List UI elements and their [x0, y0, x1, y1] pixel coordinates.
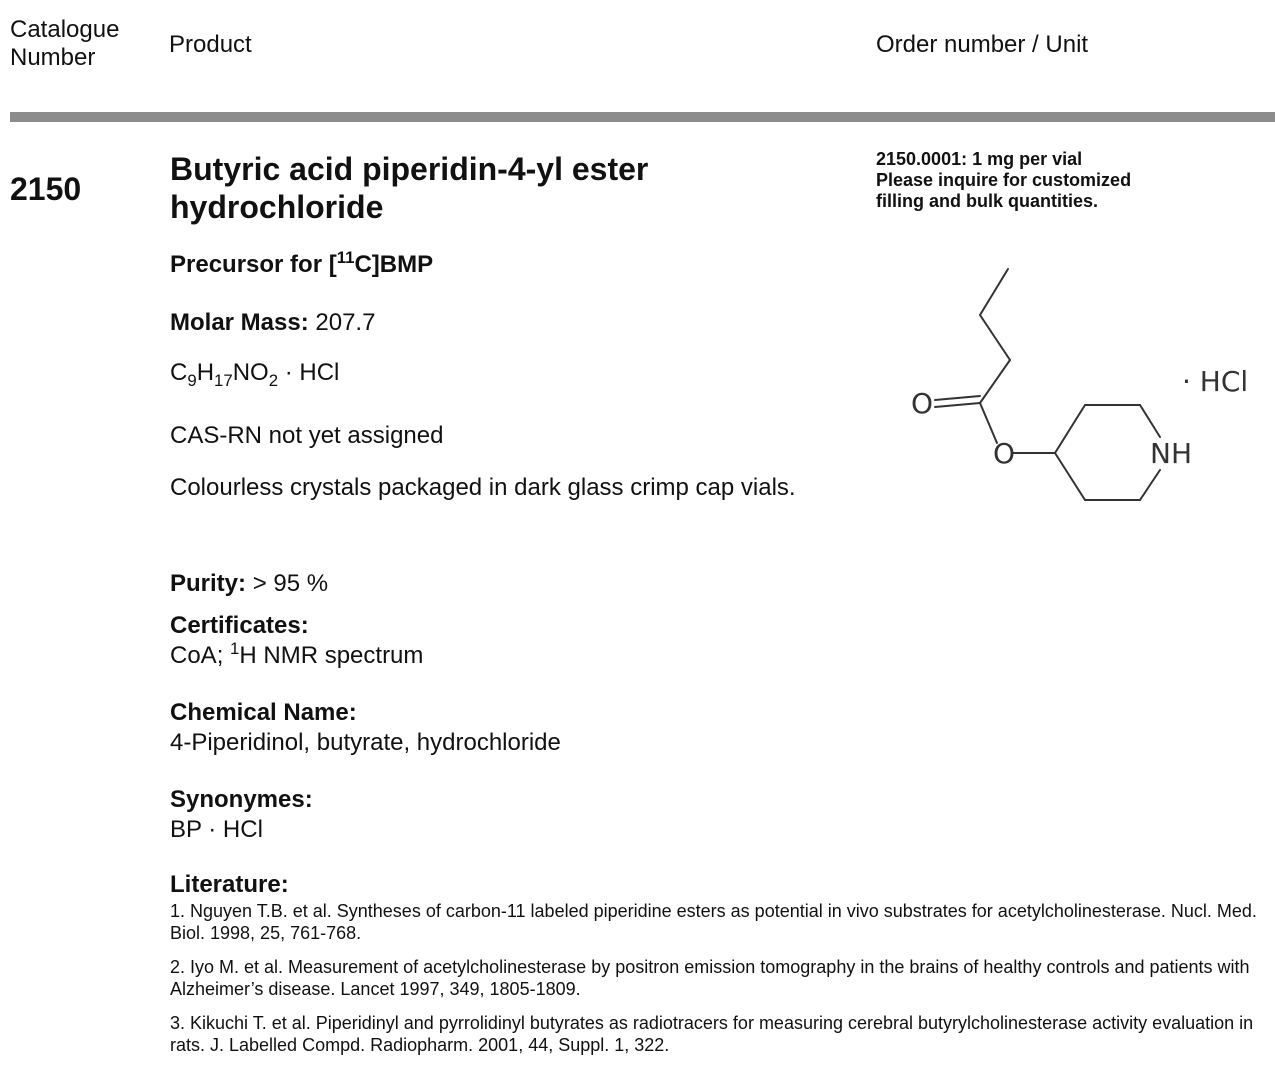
formula-h-count: 17: [214, 370, 233, 390]
formula-no: NO: [232, 359, 269, 386]
product-description: Colourless crystals packaged in dark gla…: [170, 474, 796, 501]
literature-list: 1. Nguyen T.B. et al. Syntheses of carbo…: [170, 900, 1270, 1068]
synonyms-value: BP · HCl: [170, 816, 263, 843]
carbonyl-bond: [934, 402, 981, 408]
chemical-structure-diagram: O O NH · HCl: [911, 268, 1248, 501]
precursor-line: Precursor for [11C]BMP: [170, 248, 870, 280]
purity: Purity: > 95 %: [170, 569, 870, 599]
precursor-isotope: 11: [336, 248, 355, 267]
carbonyl-oxygen-label: O: [911, 387, 933, 420]
formula-c-count: 9: [187, 370, 197, 390]
catalogue-header-line2: Number: [10, 44, 96, 71]
chain-bond: [979, 359, 1011, 404]
precursor-prefix: Precursor for [: [170, 251, 337, 278]
ring-bond: [1139, 404, 1161, 438]
product-title-line1: Butyric acid piperidin-4-yl ester: [170, 151, 649, 187]
carbonyl-bond: [934, 395, 981, 401]
literature-item: 1. Nguyen T.B. et al. Syntheses of carbo…: [170, 901, 1257, 943]
molar-mass: Molar Mass: 207.7: [170, 308, 870, 338]
molar-mass-label: Molar Mass:: [170, 309, 309, 336]
catalogue-number-header: Catalogue Number: [10, 16, 119, 72]
purity-label: Purity:: [170, 570, 247, 597]
formula-c: C: [170, 359, 188, 386]
ester-oxygen-label: O: [993, 437, 1015, 470]
chemical-name: Chemical Name: 4-Piperidinol, butyrate, …: [170, 698, 870, 758]
catalogue-header-line1: Catalogue: [10, 16, 120, 43]
catalogue-number: 2150: [10, 171, 82, 207]
order-line2: Please inquire for customized: [876, 170, 1132, 190]
certificates-label: Certificates:: [170, 612, 309, 639]
certificates-isotope: 1: [230, 639, 240, 658]
ester-bond: [979, 402, 998, 444]
product-title: Butyric acid piperidin-4-yl ester hydroc…: [170, 150, 810, 226]
ring-bond: [1054, 452, 1086, 501]
precursor-suffix: C]BMP: [354, 251, 434, 278]
order-unit-header: Order number / Unit: [876, 31, 1089, 58]
chain-bond: [979, 314, 1011, 361]
hcl-salt-label: · HCl: [1182, 365, 1248, 398]
formula-salt: · HCl: [278, 359, 340, 386]
ring-bond: [1054, 404, 1086, 454]
literature-label: Literature:: [170, 871, 289, 898]
synonyms: Synonymes: BP · HCl: [170, 785, 870, 845]
certificates: Certificates: CoA; 1H NMR spectrum: [170, 611, 870, 671]
cas-number: CAS-RN not yet assigned: [170, 422, 444, 449]
chemical-name-label: Chemical Name:: [170, 699, 357, 726]
ring-bond: [1139, 469, 1161, 501]
purity-value: > 95 %: [252, 570, 329, 597]
amine-label: NH: [1150, 437, 1192, 470]
literature-item: 3. Kikuchi T. et al. Piperidinyl and pyr…: [170, 1013, 1254, 1055]
literature-item: 2. Iyo M. et al. Measurement of acetylch…: [170, 957, 1250, 999]
chemical-name-value: 4-Piperidinol, butyrate, hydrochloride: [170, 729, 561, 756]
formula-h: H: [196, 359, 215, 386]
chain-bond: [979, 268, 1009, 316]
certificates-suffix: H NMR spectrum: [239, 642, 424, 669]
certificates-prefix: CoA;: [170, 642, 231, 669]
synonyms-label: Synonymes:: [170, 786, 313, 813]
molecular-formula: C9H17NO2 · HCl: [170, 358, 870, 390]
order-line3: filling and bulk quantities.: [876, 191, 1099, 211]
order-line1: 2150.0001: 1 mg per vial: [876, 149, 1083, 169]
molar-mass-value: 207.7: [315, 309, 376, 336]
product-title-line2: hydrochloride: [170, 189, 384, 225]
order-info: 2150.0001: 1 mg per vial Please inquire …: [876, 149, 1266, 212]
header-divider: [10, 112, 1275, 122]
certificates-value: CoA; 1H NMR spectrum: [170, 639, 870, 671]
product-header: Product: [169, 31, 252, 58]
formula-no-count: 2: [268, 370, 279, 390]
